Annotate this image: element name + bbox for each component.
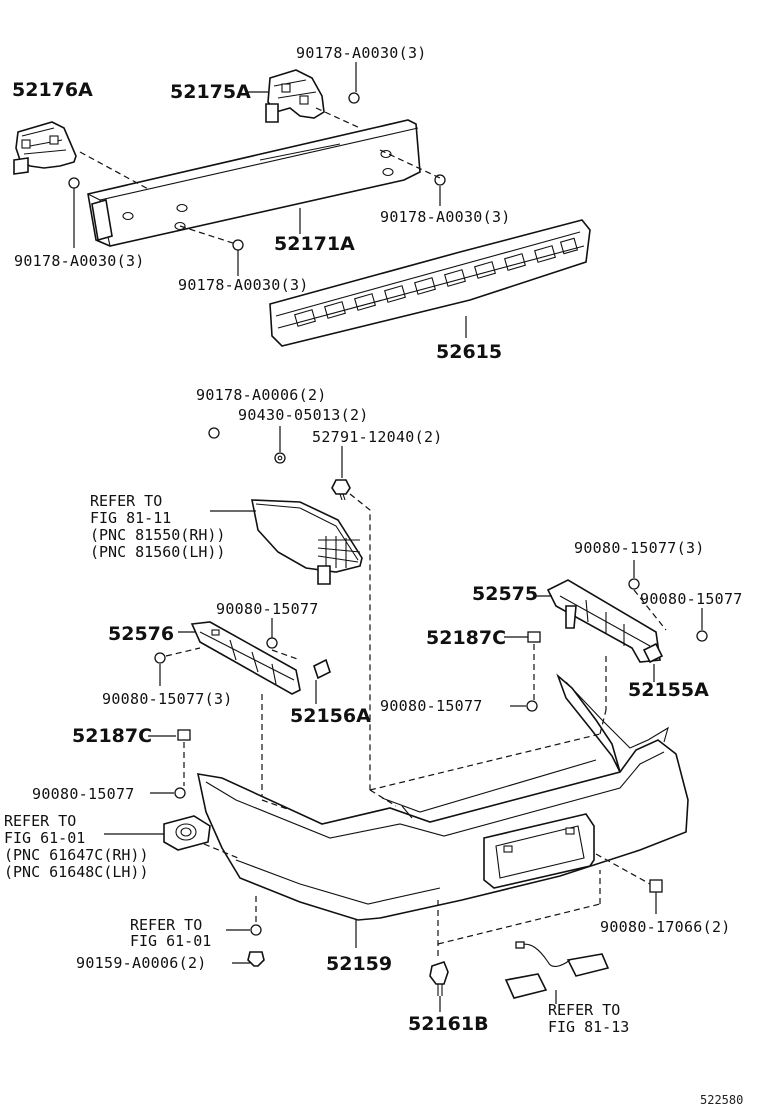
nut-top-right-icon: [348, 92, 360, 104]
refer-lamp-line1: REFER TO: [90, 492, 162, 510]
label-52187c-left: 52187C: [72, 725, 152, 747]
label-90080-15077-far-right: 90080-15077: [640, 590, 743, 608]
retainer-52156a-drawing: [313, 658, 331, 680]
label-90080-15077-center: 90080-15077: [380, 697, 483, 715]
retainer-52155a-drawing: [642, 642, 664, 664]
screw-far-right-icon: [696, 630, 708, 642]
label-52161b: 52161B: [408, 1013, 489, 1035]
screw-right-3-icon: [628, 578, 640, 590]
refer-fog-line3: (PNC 61647C(RH)): [4, 846, 149, 864]
label-90430-05013: 90430-05013(2): [238, 406, 369, 424]
reinforcement-52171a-drawing: [87, 119, 421, 247]
nut-90178-a0006-icon: [208, 427, 220, 439]
screw-left-3-icon: [154, 652, 166, 664]
bracket-52176a-drawing: [13, 121, 77, 175]
license-lamp-drawing: [504, 941, 610, 999]
label-90178-a0030-mid: 90178-A0030(3): [178, 276, 309, 294]
clip-52161b-icon: [429, 961, 449, 996]
screw-center-icon: [526, 700, 538, 712]
refer-lamp-line4: (PNC 81560(LH)): [90, 543, 225, 561]
refer-plate-line2: FIG 81-13: [548, 1018, 629, 1036]
refer-fog-line4: (PNC 61648C(LH)): [4, 863, 149, 881]
screw-lower-left-icon: [174, 787, 186, 799]
refer-plate-line1: REFER TO: [548, 1001, 620, 1019]
label-52156a: 52156A: [290, 705, 371, 727]
label-90178-a0006: 90178-A0006(2): [196, 386, 327, 404]
label-52171a: 52171A: [274, 233, 355, 255]
label-52187c-right: 52187C: [426, 627, 506, 649]
reflector-61647c-drawing: [163, 815, 211, 851]
clip-52187c-left-icon: [177, 729, 191, 741]
label-90178-a0030-left: 90178-A0030(3): [14, 252, 145, 270]
screw-mid-left-icon: [266, 637, 278, 649]
bumper-cover-52159-drawing: [196, 673, 689, 921]
refer-lamp-line3: (PNC 81550(RH)): [90, 526, 225, 544]
bracket-52175a-drawing: [265, 69, 325, 123]
label-90080-15077-mid-left: 90080-15077: [216, 600, 319, 618]
label-90080-15077-3-right: 90080-15077(3): [574, 539, 705, 557]
label-90178-a0030-top: 90178-A0030(3): [296, 44, 427, 62]
nut-beam-right-icon: [434, 174, 446, 186]
refer-clip-line2: FIG 61-01: [130, 932, 211, 950]
screw-52791-icon: [331, 479, 351, 501]
nut-beam-mid-icon: [232, 239, 244, 251]
clip-52187c-right-icon: [527, 631, 541, 643]
label-90080-15077-lower-left: 90080-15077: [32, 785, 135, 803]
refer-lamp-line2: FIG 81-11: [90, 509, 171, 527]
label-90080-17066: 90080-17066(2): [600, 918, 731, 936]
bracket-52576-drawing: [190, 621, 301, 695]
label-52159: 52159: [326, 953, 392, 975]
rear-lamp-drawing: [251, 499, 363, 585]
label-52615: 52615: [436, 341, 502, 363]
label-52175a: 52175A: [170, 81, 251, 103]
label-90159-a0006: 90159-A0006(2): [76, 954, 207, 972]
label-52155a: 52155A: [628, 679, 709, 701]
refer-fog-line1: REFER TO: [4, 812, 76, 830]
washer-90430-icon: [274, 452, 286, 464]
nut-left-icon: [68, 177, 80, 189]
clip-90080-17066-icon: [649, 879, 663, 893]
refer-fog-line2: FIG 61-01: [4, 829, 85, 847]
clip-refer-61-01-icon: [250, 924, 262, 936]
refer-clip-line1: REFER TO: [130, 916, 202, 934]
label-90178-a0030-right: 90178-A0030(3): [380, 208, 511, 226]
label-90080-15077-3-left: 90080-15077(3): [102, 690, 233, 708]
label-52176a: 52176A: [12, 79, 93, 101]
label-52576: 52576: [108, 623, 174, 645]
absorber-52615-drawing: [269, 219, 591, 347]
label-52575: 52575: [472, 583, 538, 605]
clip-90159-icon: [247, 951, 265, 967]
label-52791-12040: 52791-12040(2): [312, 428, 443, 446]
diagram-id: 522580: [700, 1093, 743, 1107]
